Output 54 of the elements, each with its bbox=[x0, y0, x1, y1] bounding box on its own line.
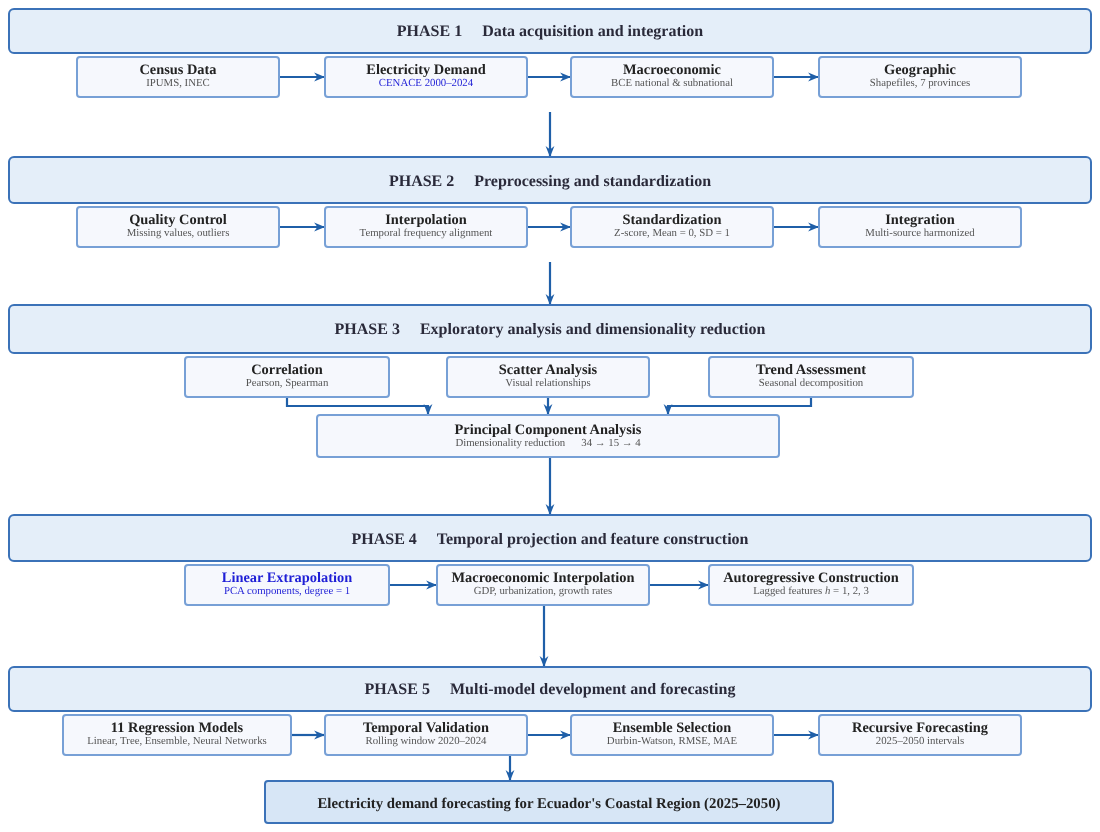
phase-title: Temporal projection and feature construction bbox=[436, 529, 749, 547]
process-box bbox=[62, 714, 292, 756]
arrow bbox=[528, 222, 572, 232]
arrow bbox=[543, 398, 553, 416]
process-box bbox=[184, 356, 390, 398]
phase-label: PHASE 5 bbox=[364, 680, 430, 698]
process-box bbox=[446, 356, 650, 398]
phase-banner bbox=[8, 514, 1092, 562]
process-box bbox=[324, 56, 528, 98]
arrow bbox=[650, 580, 710, 590]
process-box bbox=[76, 206, 280, 248]
phase-banner bbox=[8, 304, 1092, 354]
process-box bbox=[708, 564, 914, 606]
process-box bbox=[570, 56, 774, 98]
phase-banner bbox=[8, 156, 1092, 204]
phase-label: PHASE 4 bbox=[351, 529, 417, 547]
arrow bbox=[545, 112, 555, 158]
process-box bbox=[324, 714, 528, 756]
phase-label: PHASE 1 bbox=[396, 22, 463, 40]
phase-title: Multi-model development and forecasting bbox=[449, 680, 736, 698]
process-box bbox=[76, 56, 280, 98]
arrow bbox=[528, 72, 572, 82]
process-box bbox=[436, 564, 650, 606]
arrow bbox=[505, 756, 515, 782]
process-box bbox=[708, 356, 914, 398]
phase-title: Data acquisition and integration bbox=[482, 22, 704, 40]
arrow bbox=[539, 606, 549, 668]
arrow bbox=[285, 398, 433, 416]
arrow bbox=[774, 730, 820, 740]
process-box bbox=[570, 714, 774, 756]
process-box bbox=[570, 206, 774, 248]
phase-title: Exploratory analysis and dimensionality reduction bbox=[419, 320, 766, 338]
phase-banner bbox=[8, 666, 1092, 712]
phase-banner bbox=[8, 8, 1092, 54]
arrow bbox=[390, 580, 438, 590]
arrow bbox=[280, 72, 326, 82]
process-box bbox=[324, 206, 528, 248]
arrow bbox=[528, 730, 572, 740]
result-box bbox=[264, 780, 834, 824]
arrow bbox=[545, 262, 555, 306]
arrow bbox=[663, 398, 813, 416]
phase-title: Preprocessing and standardization bbox=[474, 171, 712, 189]
process-box bbox=[818, 714, 1022, 756]
process-box bbox=[818, 56, 1022, 98]
arrow bbox=[774, 222, 820, 232]
phase-label: PHASE 2 bbox=[388, 171, 455, 189]
arrow bbox=[545, 458, 555, 516]
arrow bbox=[774, 72, 820, 82]
process-box bbox=[184, 564, 390, 606]
process-box bbox=[818, 206, 1022, 248]
arrow bbox=[280, 222, 326, 232]
process-box bbox=[316, 414, 780, 458]
phase-label: PHASE 3 bbox=[334, 320, 400, 338]
arrow bbox=[292, 730, 326, 740]
